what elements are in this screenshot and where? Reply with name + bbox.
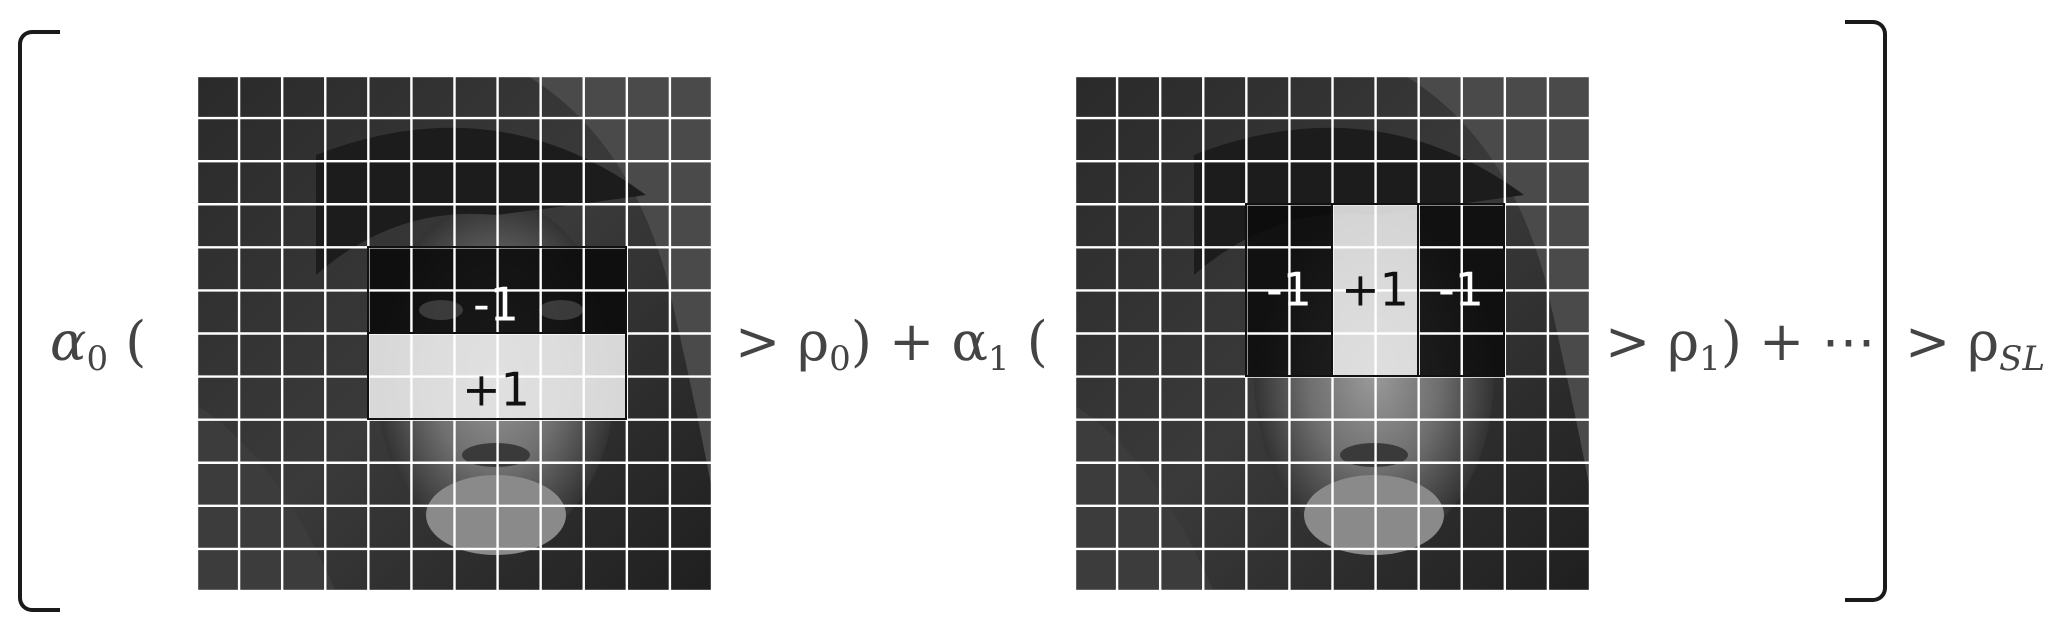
- feature-border: [1245, 203, 1505, 377]
- gt-rho-0: > ρ: [735, 310, 830, 373]
- close-plus-ellipsis: ) + ⋯: [1720, 310, 1876, 373]
- hood-fold: [1404, 75, 1591, 495]
- alpha-0-subscript: 0: [86, 339, 109, 379]
- alpha-1-subscript: 1: [987, 339, 1010, 379]
- rho-0-subscript: 0: [829, 339, 851, 379]
- hood-top: [316, 127, 646, 276]
- rho-1-subscript: 1: [1699, 339, 1721, 379]
- open-paren-0: (: [125, 310, 147, 373]
- grid-border: [1074, 75, 1591, 592]
- right-bracket: [1845, 20, 1887, 602]
- positive-label: +1: [462, 363, 530, 417]
- negative-label-left: -1: [1266, 263, 1312, 317]
- rho-1-ellipsis-term: > ρ1) + ⋯: [1605, 315, 1875, 377]
- close-plus-alpha-1: ) + α: [850, 310, 988, 373]
- alpha-0-symbol: α: [50, 310, 87, 373]
- feature-panel-1: -1 +1 -1: [1074, 75, 1591, 592]
- right-eye: [539, 300, 583, 320]
- rho-sl-term: > ρSL: [1905, 315, 2045, 377]
- grid-border: [196, 75, 713, 592]
- gt-rho-1: > ρ: [1605, 310, 1700, 373]
- negative-label-right: -1: [1438, 263, 1484, 317]
- lips: [462, 443, 530, 467]
- positive-label: +1: [1341, 263, 1409, 317]
- lips: [1340, 443, 1408, 467]
- left-bracket: [18, 30, 60, 612]
- alpha-0-term: α0 (: [50, 315, 146, 377]
- hood-top: [1194, 127, 1524, 276]
- hood-fold: [526, 75, 713, 495]
- open-paren-1: (: [1026, 310, 1048, 373]
- feature-1-image: -1 +1 -1: [1074, 75, 1591, 592]
- feature-panel-0: -1 +1: [196, 75, 713, 592]
- shawl-fold: [1074, 405, 1214, 592]
- rho-sl-subscript: SL: [1999, 339, 2046, 379]
- shawl-fold: [196, 405, 336, 592]
- negative-label: -1: [473, 278, 519, 332]
- gt-rho-sl: > ρ: [1905, 310, 2000, 373]
- chin: [1304, 475, 1444, 555]
- left-eye: [419, 300, 463, 320]
- rho-0-alpha-1-term: > ρ0) + α1 (: [735, 315, 1048, 377]
- feature-0-image: -1 +1: [196, 75, 713, 592]
- chin: [426, 475, 566, 555]
